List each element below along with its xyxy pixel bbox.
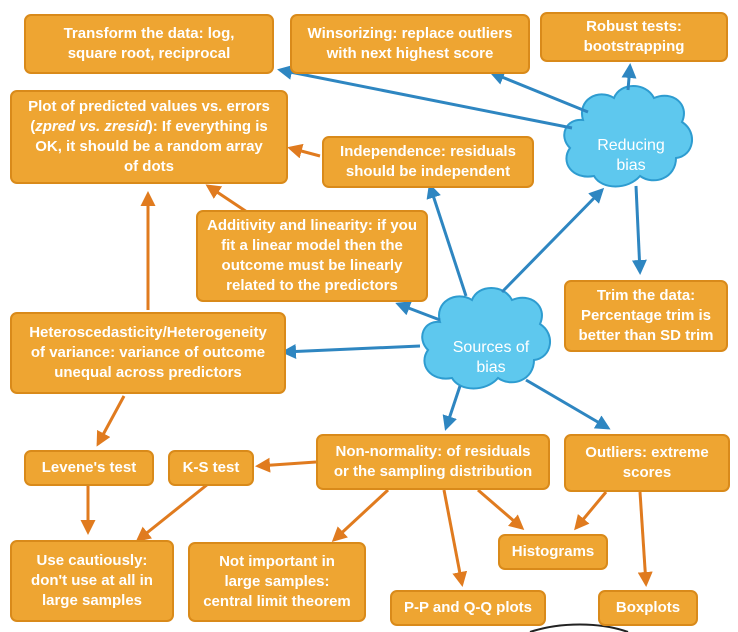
plot-text-rest: ): If everything is OK, it should be a r… <box>35 118 268 175</box>
arrow-reducing-to-robust <box>621 63 637 91</box>
pp-qq-plots-text: P-P and Q-Q plots <box>403 599 533 616</box>
not-important-box: Not important in large samples: central … <box>188 542 366 622</box>
sources-of-bias-label: Sources of bias <box>452 339 530 376</box>
plot-predicted-errors-box: Plot of predicted values vs. errors (zpr… <box>10 90 288 184</box>
blue-arrows <box>277 63 647 431</box>
transform-data-box: Transform the data: log, square root, re… <box>24 14 274 74</box>
winsorizing-text: Winsorizing: replace outliers with next … <box>307 25 513 62</box>
cropped-edge-mark <box>529 623 629 632</box>
plot-text-italic: zpred vs. zresid <box>35 118 148 135</box>
arrow-ks-to-use-cautiously <box>135 482 209 542</box>
histograms-text: Histograms <box>511 543 595 560</box>
arrow-nonnormality-to-pp-qq <box>442 489 468 587</box>
arrow-reducing-to-winsorizing <box>489 70 589 114</box>
arrow-outliers-to-histograms <box>574 491 608 531</box>
additivity-linearity-text: Additivity and linearity: if you fit a l… <box>206 217 418 294</box>
arrow-sources-to-hetero <box>281 343 421 359</box>
heteroscedasticity-text: Heteroscedasticity/Heterogeneity of vari… <box>29 324 267 381</box>
plot-text-line1: Plot of predicted values vs. errors <box>28 98 270 115</box>
transform-data-text: Transform the data: log, square root, re… <box>63 25 235 62</box>
use-cautiously-text: Use cautiously: don't use at all in larg… <box>31 552 153 609</box>
arrow-sources-to-independence <box>426 183 468 297</box>
heteroscedasticity-box: Heteroscedasticity/Heterogeneity of vari… <box>10 312 286 394</box>
arrow-hetero-to-levene <box>96 395 126 447</box>
ks-test-text: K-S test <box>182 459 240 476</box>
plot-predicted-errors-text: Plot of predicted values vs. errors (zpr… <box>28 98 270 175</box>
arrow-nonnormality-to-histograms <box>477 488 525 530</box>
arrow-sources-to-nonnormality <box>442 385 462 431</box>
robust-tests-box: Robust tests: bootstrapping <box>540 12 728 62</box>
trim-data-box: Trim the data: Percentage trim is better… <box>564 280 728 352</box>
winsorizing-box: Winsorizing: replace outliers with next … <box>290 14 530 74</box>
not-important-text: Not important in large samples: central … <box>203 553 351 610</box>
arrow-sources-to-additivity <box>395 301 441 322</box>
robust-tests-text: Robust tests: bootstrapping <box>583 18 685 55</box>
independence-text: Independence: residuals should be indepe… <box>340 143 516 180</box>
boxplots-box: Boxplots <box>598 590 698 626</box>
arrow-reducing-to-transform <box>277 64 573 130</box>
arrow-additivity-to-plot <box>205 184 251 216</box>
arrow-independence-to-plot <box>287 143 321 159</box>
use-cautiously-box: Use cautiously: don't use at all in larg… <box>10 540 174 622</box>
boxplots-text: Boxplots <box>615 599 681 616</box>
reducing-bias-label: Reducing bias <box>597 137 665 174</box>
arrow-nonnormality-to-not-important <box>331 488 390 543</box>
arrow-outliers-to-boxplots <box>637 491 653 587</box>
arrow-nonnormality-to-ks <box>255 457 317 473</box>
non-normality-box: Non-normality: of residuals or the sampl… <box>316 434 550 490</box>
levenes-test-text: Levene's test <box>41 459 137 476</box>
pp-qq-plots-box: P-P and Q-Q plots <box>390 590 546 626</box>
ks-test-box: K-S test <box>168 450 254 486</box>
non-normality-text: Non-normality: of residuals or the sampl… <box>333 443 533 480</box>
arrow-sources-to-outliers <box>525 378 611 430</box>
arrow-reducing-to-trim <box>631 185 647 275</box>
reducing-bias-cloud <box>563 85 693 188</box>
sources-of-bias-cloud <box>421 287 551 390</box>
orange-arrows <box>80 143 653 587</box>
additivity-linearity-box: Additivity and linearity: if you fit a l… <box>196 210 428 302</box>
arrow-sources-to-reducing <box>500 187 605 294</box>
independence-box: Independence: residuals should be indepe… <box>322 136 534 188</box>
outliers-box: Outliers: extreme scores <box>564 434 730 492</box>
histograms-box: Histograms <box>498 534 608 570</box>
levenes-test-box: Levene's test <box>24 450 154 486</box>
outliers-text: Outliers: extreme scores <box>585 444 709 481</box>
trim-data-text: Trim the data: Percentage trim is better… <box>578 287 714 344</box>
